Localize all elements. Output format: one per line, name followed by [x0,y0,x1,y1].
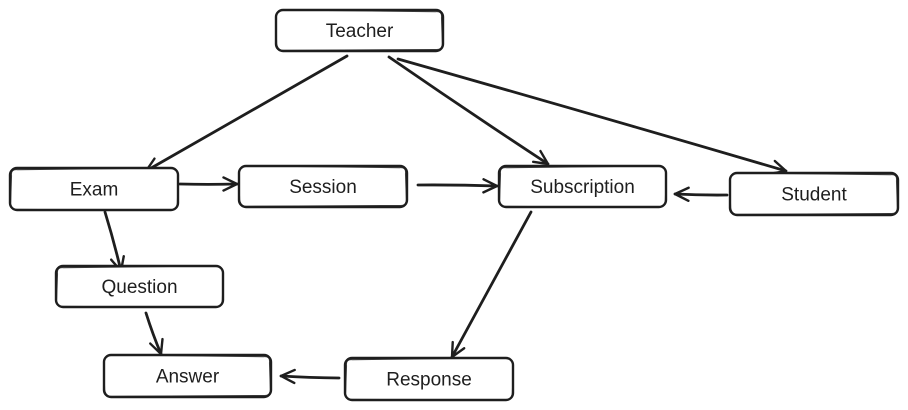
edge-student-to-subscription [673,186,729,202]
edge-question-to-answer [144,311,164,356]
node-label: Exam [70,180,119,201]
edge-line [279,374,341,380]
edge-teacher-to-student [396,57,788,175]
edge-line [673,192,729,197]
node-box-outline [275,9,443,51]
edge-teacher-to-exam [144,54,349,173]
node-exam[interactable]: Exam [8,166,180,212]
edge-line [144,311,163,356]
edge-exam-to-question [103,210,125,273]
edge-line [144,54,349,173]
edge-line [416,183,499,188]
arrowhead-icon [222,176,239,192]
edges-layer [103,54,788,385]
edge-session-to-subscription [416,178,499,194]
node-label: Subscription [530,177,635,198]
edge-line [396,57,788,173]
node-question[interactable]: Question [54,264,225,309]
node-box-outline [103,354,271,397]
node-box-outline [344,357,514,401]
arrowhead-icon [279,368,296,385]
edge-subscription-to-response [450,210,533,359]
node-box-outline [9,167,179,211]
node-label: Student [781,185,847,206]
node-label: Answer [156,367,220,388]
arrowhead-icon [531,149,550,166]
node-label: Question [101,277,177,298]
node-label: Teacher [326,21,394,42]
node-teacher[interactable]: Teacher [274,8,445,53]
arrowhead-icon [673,186,690,202]
node-box-outline [238,165,407,207]
edge-line [387,55,550,166]
arrowhead-icon [482,178,499,194]
node-response[interactable]: Response [343,356,515,402]
edge-line [450,210,533,359]
node-answer[interactable]: Answer [102,353,273,399]
node-box-outline [729,172,898,215]
node-session[interactable]: Session [237,164,409,209]
node-label: Response [386,370,472,391]
node-box-outline [55,265,224,308]
edge-response-to-answer [279,368,341,385]
edge-exam-to-session [178,176,239,192]
node-subscription[interactable]: Subscription [497,164,668,209]
node-label: Session [289,177,357,198]
edge-teacher-to-subscription [387,55,550,166]
node-box-outline [498,165,667,208]
node-student[interactable]: Student [728,171,900,217]
